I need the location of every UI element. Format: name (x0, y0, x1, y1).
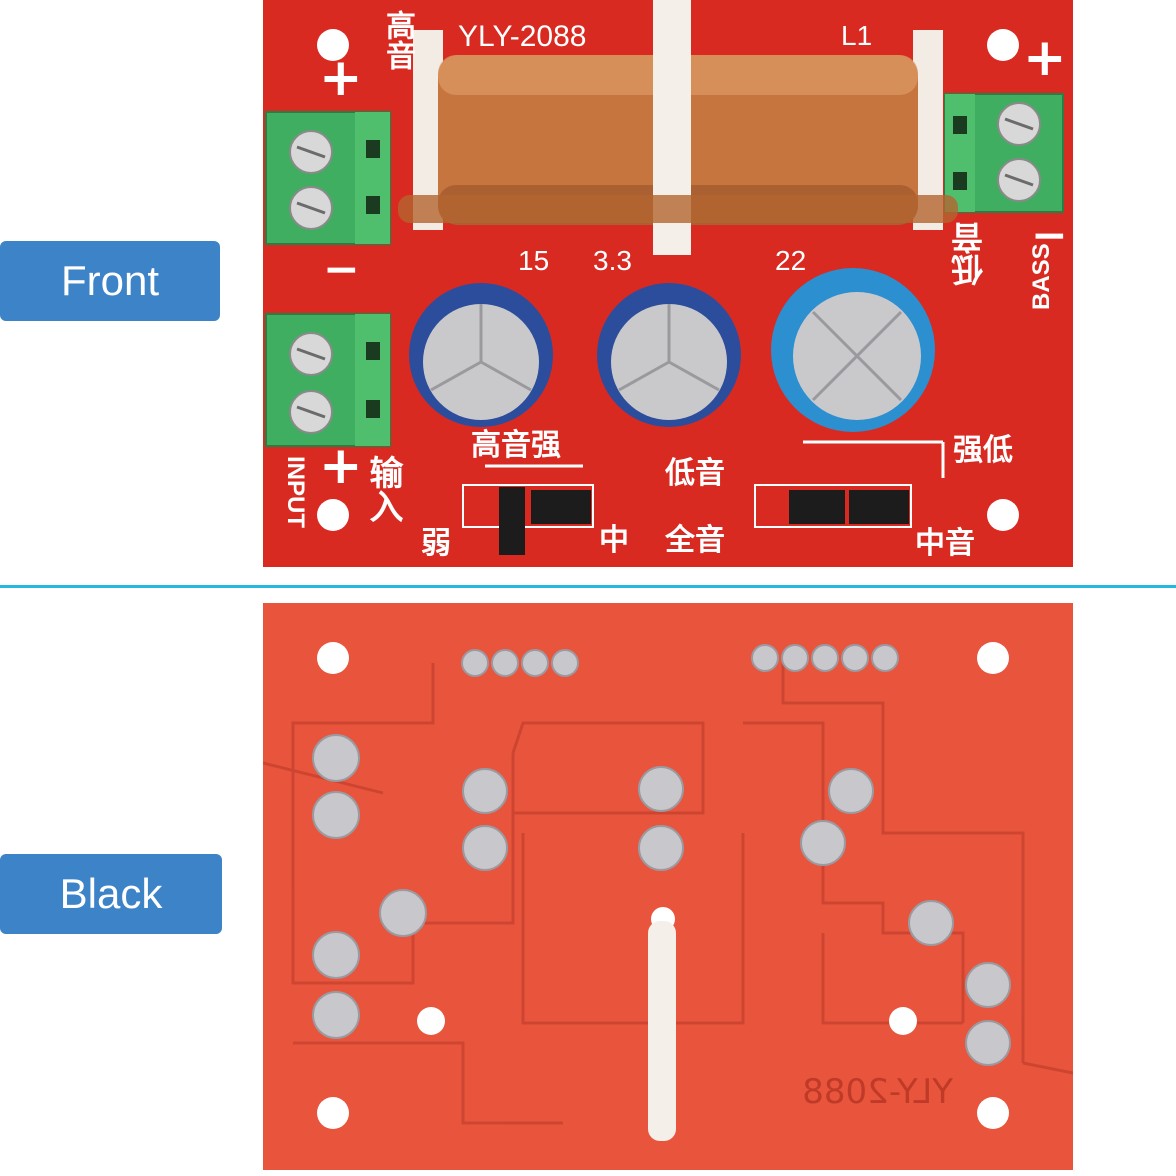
bass-terminal (944, 93, 1064, 213)
input-plus: + (319, 436, 363, 496)
strong-low-text: 强低 (953, 433, 1013, 468)
back-board-graphic: YLY-2088 (262, 603, 1074, 1170)
cap1-value: 15 (518, 245, 550, 276)
input-text: INPUT (282, 456, 309, 528)
full-range-text: 全音 (665, 523, 725, 558)
treble-jumper (462, 484, 594, 555)
bass-zh-text: 低音 (950, 222, 988, 286)
treble-plus: + (319, 48, 363, 108)
treble-text: TREBLE (228, 60, 255, 156)
capacitor-3-3 (597, 283, 741, 427)
front-board-graphic (263, 0, 1073, 567)
cap3-value: 22 (775, 245, 807, 276)
coil-label: L1 (841, 20, 873, 51)
mid-text: 中 (599, 523, 629, 558)
input-zh-text: 输入 (363, 455, 403, 523)
capacitor-15 (409, 283, 553, 427)
treble-zh-text: 高音 (380, 10, 415, 70)
bass-jumper (754, 484, 912, 528)
treble-strong-text: 高音强 (471, 428, 561, 463)
treble-minus: − (323, 244, 360, 295)
mirrored-model-text: YLY-2088 (802, 1072, 954, 1112)
capacitor-22 (771, 268, 935, 432)
back-board: YLY-2088 (262, 603, 1074, 1170)
back-label: Black (0, 854, 222, 934)
bass-plus: + (1023, 28, 1067, 88)
inductor-coil (398, 0, 958, 255)
treble-terminal (265, 111, 391, 245)
front-board: YLY-2088 L1 TREBLE 高音 + − INPUT 输入 + + −… (228, 0, 1073, 567)
cap2-value: 3.3 (593, 245, 632, 276)
mid-range-text: 中音 (915, 526, 975, 561)
weak-text: 弱 (421, 526, 451, 561)
bass-mid-text: 低音 (665, 456, 725, 491)
model-text: YLY-2088 (458, 20, 587, 53)
front-label: Front (0, 241, 220, 321)
divider-line (0, 585, 1176, 588)
bass-minus: − (1031, 210, 1068, 261)
bass-text: BASS (1028, 243, 1055, 310)
input-terminal (265, 313, 391, 447)
